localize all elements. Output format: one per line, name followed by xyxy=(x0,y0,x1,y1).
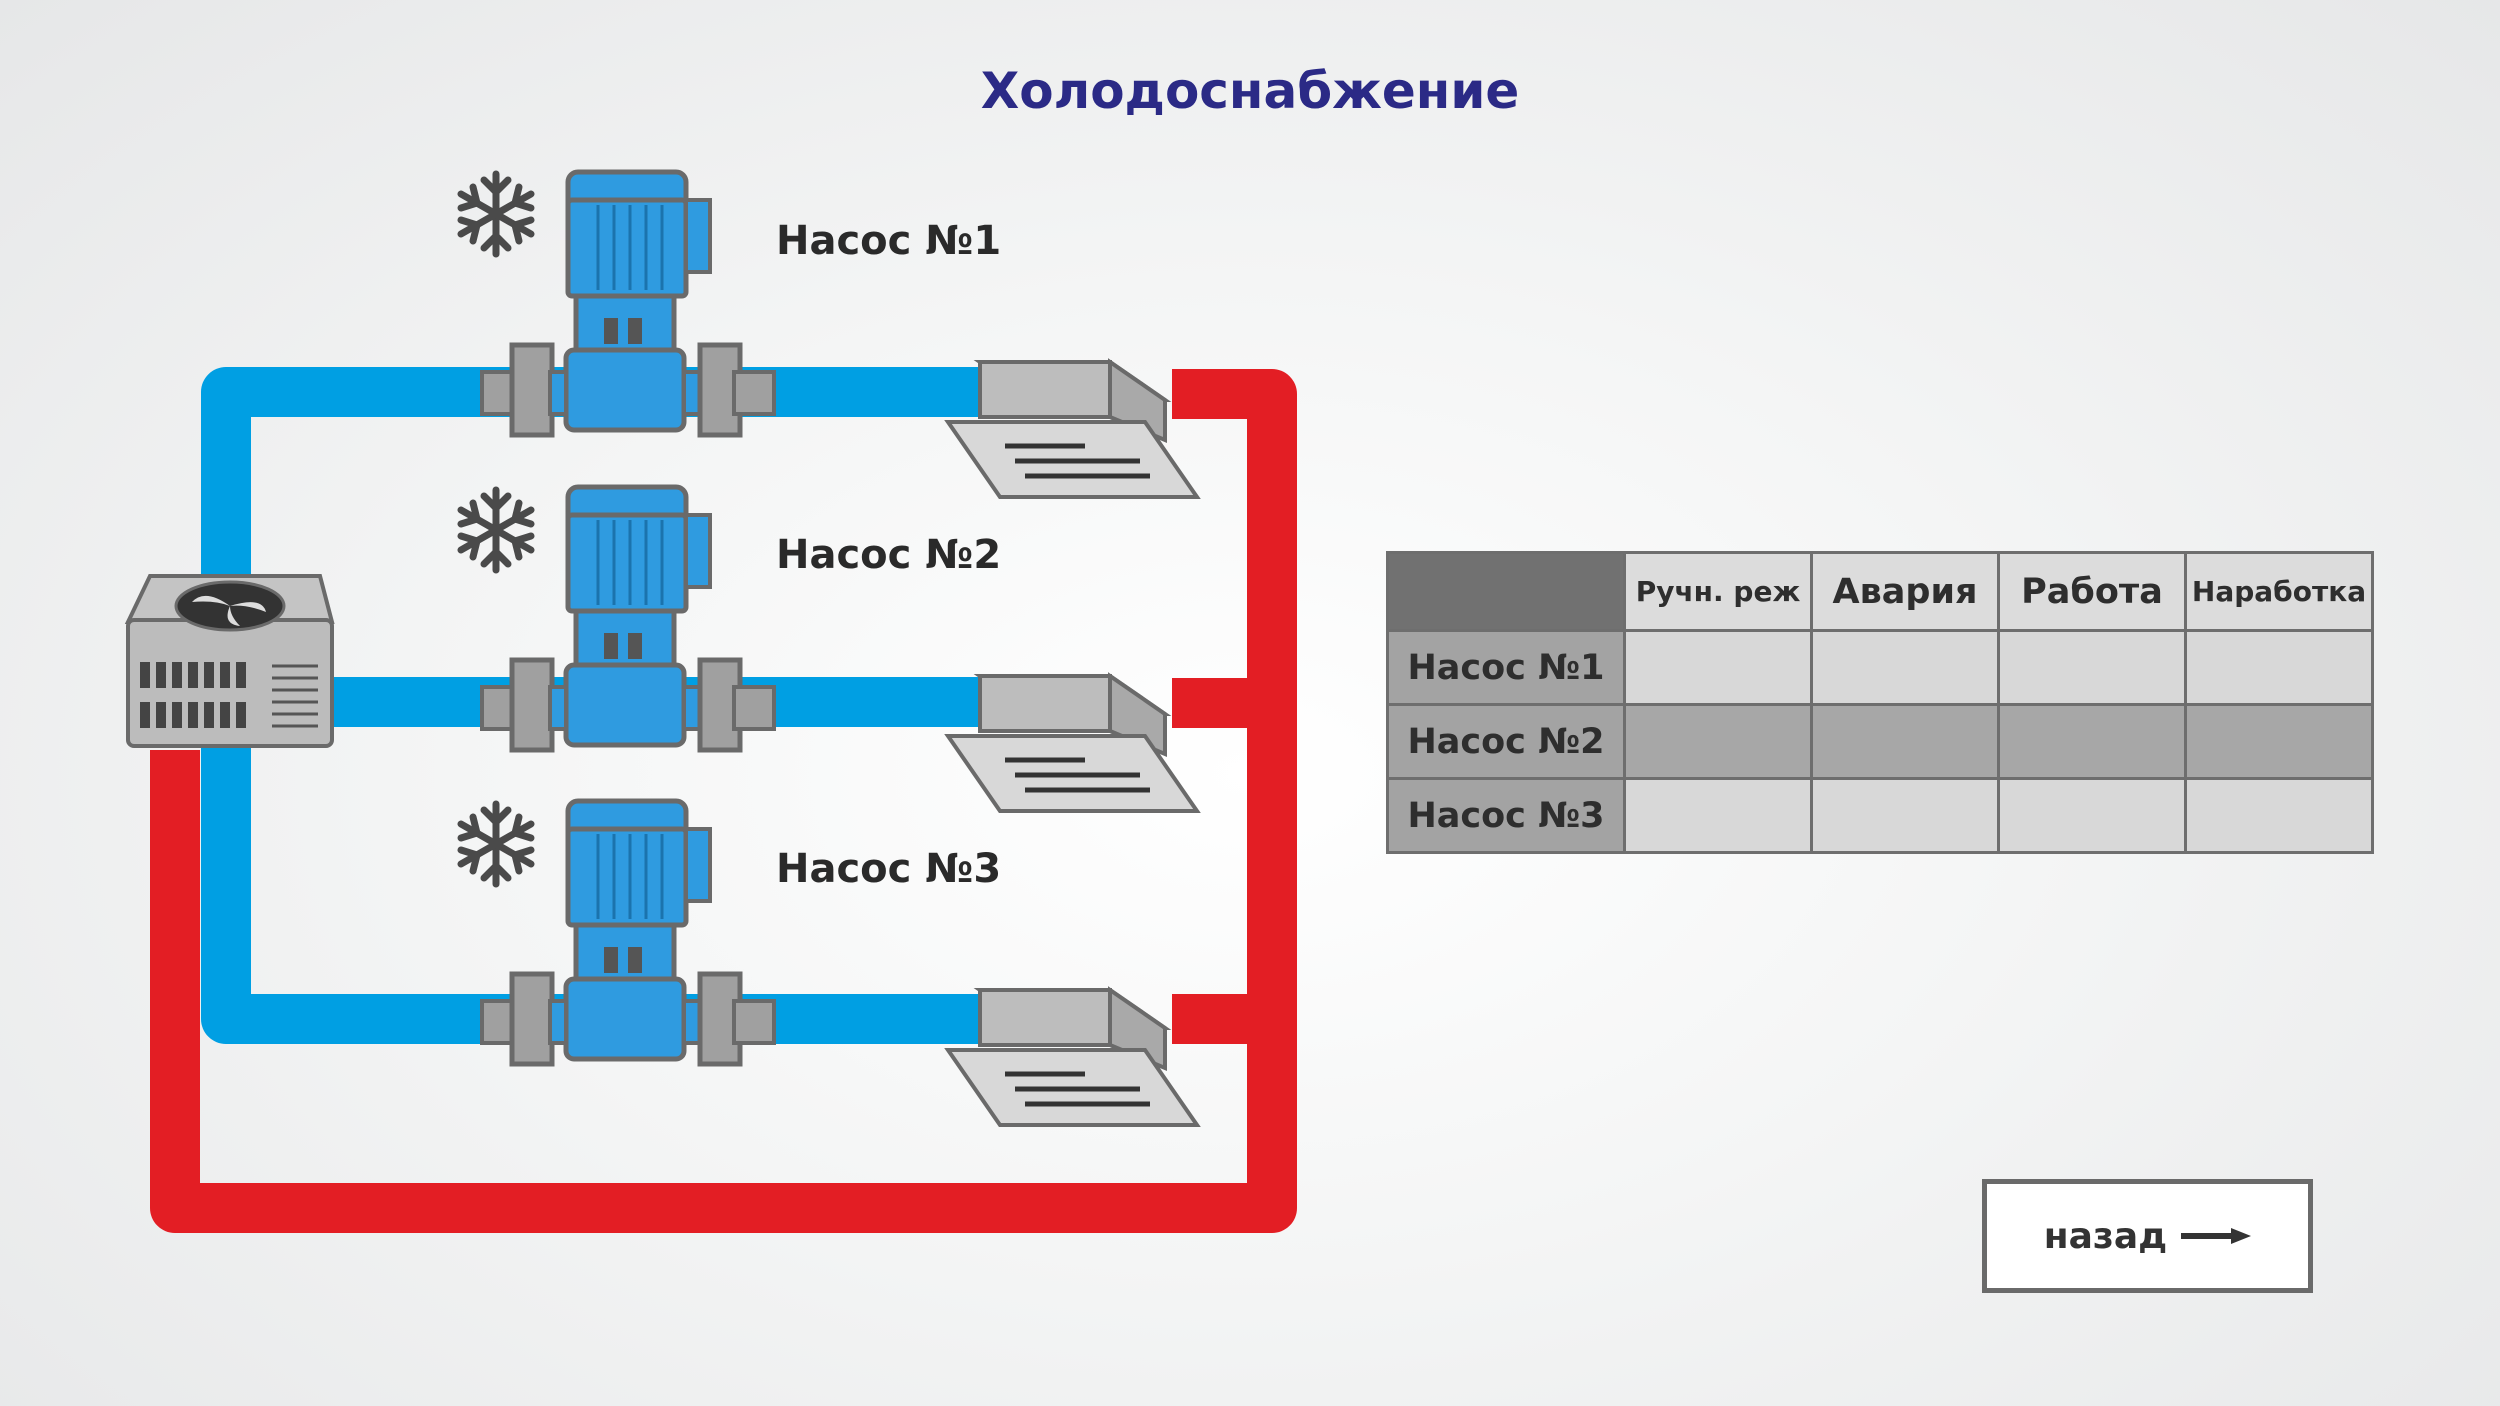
pump-status-table: Ручн. реж Авария Работа Наработка Насос … xyxy=(1386,551,2374,854)
column-header-manual: Ручн. реж xyxy=(1623,551,1813,632)
back-button[interactable]: назад xyxy=(1982,1179,2313,1293)
status-cell-running xyxy=(1997,703,2187,780)
status-cell-runtime xyxy=(2184,703,2374,780)
back-button-label: назад xyxy=(2043,1215,2168,1257)
status-cell-running xyxy=(1997,777,2187,854)
status-cell-manual xyxy=(1623,703,1813,780)
table-header-row: Ручн. реж Авария Работа Наработка xyxy=(1386,551,2374,632)
row-header-pump-3: Насос №3 xyxy=(1386,777,1626,854)
chiller-unit xyxy=(124,574,335,748)
snowflake-icon xyxy=(461,804,531,884)
fan-coil-unit-3 xyxy=(948,990,1197,1125)
table-row: Насос №2 xyxy=(1386,703,2374,780)
pump-label-2: Насос №2 xyxy=(776,532,1002,578)
status-cell-running xyxy=(1997,629,2187,706)
status-cell-runtime xyxy=(2184,777,2374,854)
column-header-runtime: Наработка xyxy=(2184,551,2374,632)
hot-pipe xyxy=(150,369,1297,1233)
status-cell-alarm xyxy=(1810,777,2000,854)
status-cell-manual xyxy=(1623,629,1813,706)
status-cell-runtime xyxy=(2184,629,2374,706)
arrow-right-icon xyxy=(2181,1228,2252,1244)
status-cell-alarm xyxy=(1810,629,2000,706)
pump-label-3: Насос №3 xyxy=(776,846,1002,892)
table-row: Насос №3 xyxy=(1386,777,2374,854)
column-header-alarm: Авария xyxy=(1810,551,2000,632)
row-header-pump-2: Насос №2 xyxy=(1386,703,1626,780)
snowflake-icon xyxy=(461,174,531,254)
page-title: Холодоснабжение xyxy=(980,62,1520,120)
row-header-pump-1: Насос №1 xyxy=(1386,629,1626,706)
pump-1 xyxy=(482,172,774,435)
status-cell-manual xyxy=(1623,777,1813,854)
status-cell-alarm xyxy=(1810,703,2000,780)
fan-coil-unit-2 xyxy=(948,676,1197,811)
fan-coil-unit-1 xyxy=(948,362,1197,497)
table-row: Насос №1 xyxy=(1386,629,2374,706)
snowflake-icon xyxy=(461,490,531,570)
column-header-running: Работа xyxy=(1997,551,2187,632)
table-corner xyxy=(1386,551,1626,632)
pump-3 xyxy=(482,801,774,1064)
pump-label-1: Насос №1 xyxy=(776,218,1002,264)
pump-2 xyxy=(482,487,774,750)
